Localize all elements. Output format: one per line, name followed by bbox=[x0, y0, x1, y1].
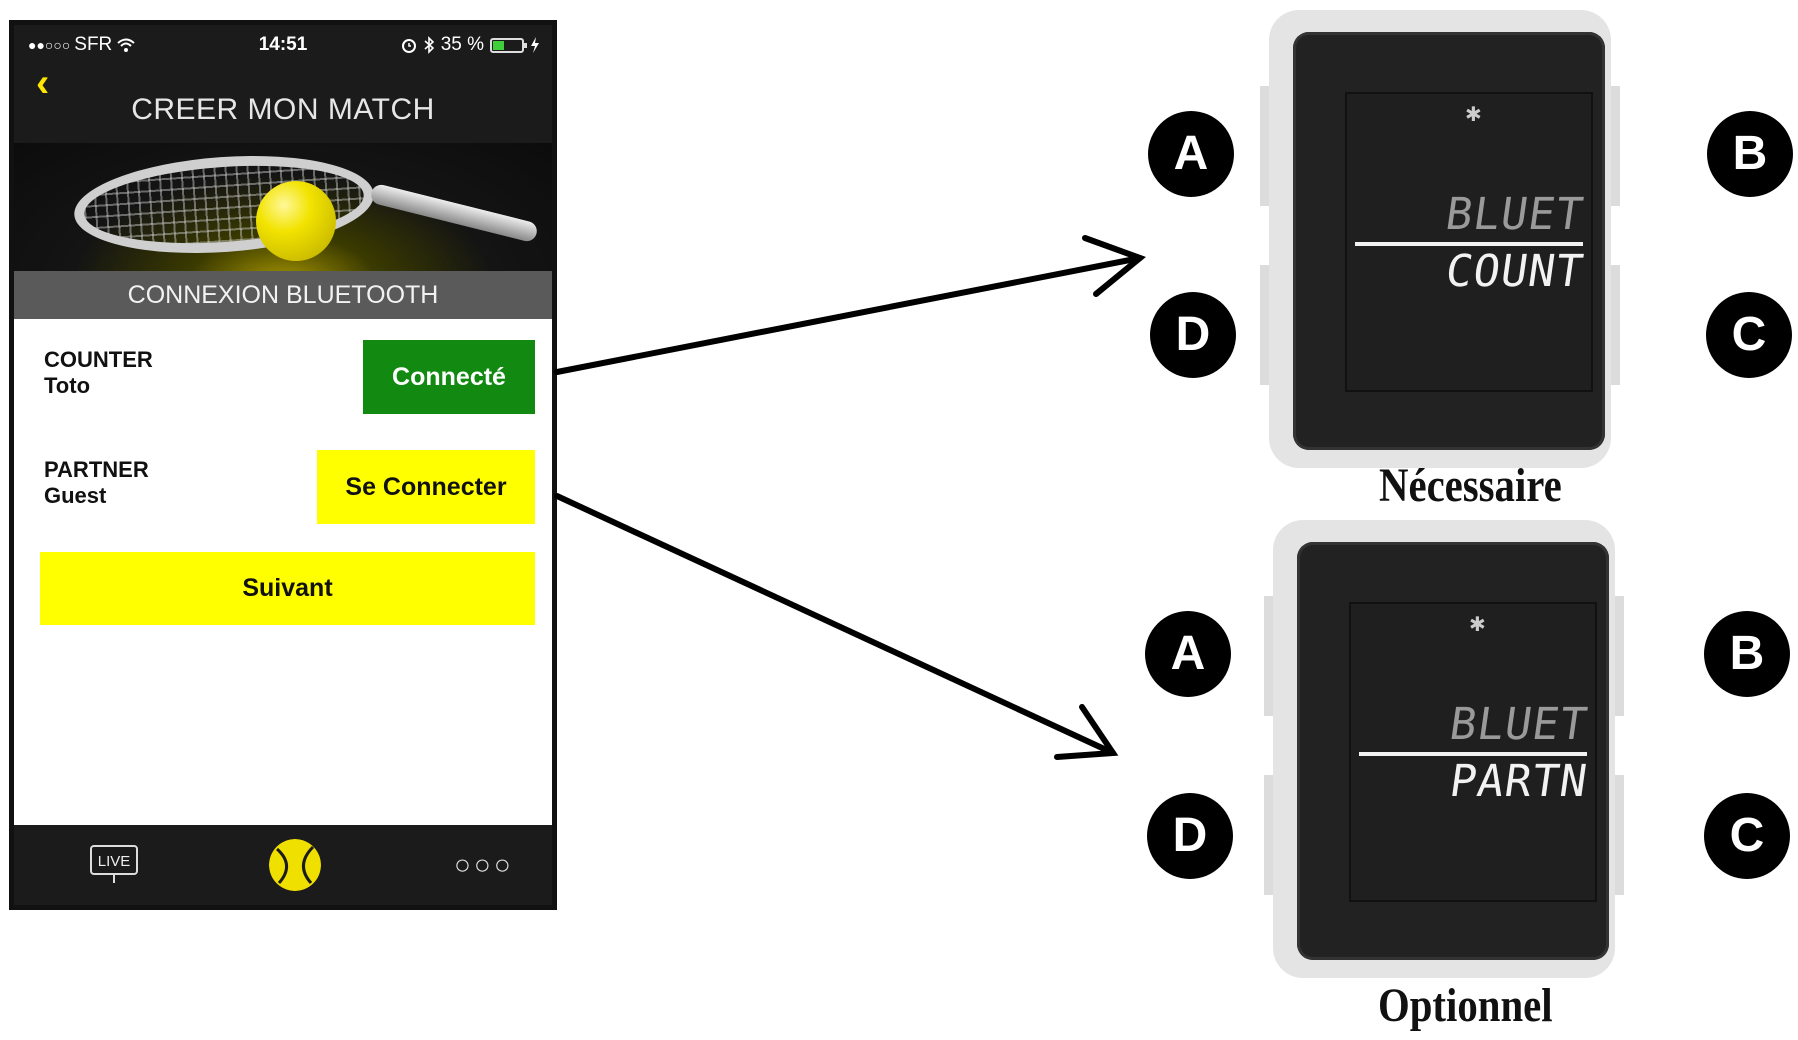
status-time: 14:51 bbox=[258, 34, 308, 55]
badge-b: B bbox=[1704, 611, 1790, 697]
tab-bar: LIVE ○○○ bbox=[14, 825, 552, 905]
badge-d: D bbox=[1147, 793, 1233, 879]
tennis-ball-icon[interactable] bbox=[269, 839, 321, 891]
watch-side-button-c bbox=[1610, 265, 1620, 385]
device-name: COUNTER bbox=[44, 347, 153, 372]
live-tv-icon[interactable]: LIVE bbox=[90, 845, 138, 883]
watch-side-button-a bbox=[1260, 86, 1270, 206]
caption-optionnel: Optionnel bbox=[1378, 979, 1553, 1032]
watch-side-button-b bbox=[1614, 596, 1624, 716]
bluetooth-icon: ✱ bbox=[1469, 614, 1486, 636]
watch-face: ✱ BLUET COUNT bbox=[1293, 32, 1605, 450]
caption-necessaire: Nécessaire bbox=[1379, 459, 1562, 512]
watch-side-button-d bbox=[1260, 265, 1270, 385]
watch-display: ✱ BLUET PARTN bbox=[1349, 602, 1597, 902]
phone-screen: ●●○○○ SFR 14:51 35 % bbox=[9, 20, 557, 910]
alarm-icon bbox=[401, 39, 416, 53]
tennis-ball-image bbox=[256, 181, 336, 261]
watch-line-1: BLUET bbox=[1445, 699, 1591, 750]
carrier-label: SFR bbox=[74, 34, 113, 55]
watch-display: ✱ BLUET COUNT bbox=[1345, 92, 1593, 392]
badge-b: B bbox=[1707, 111, 1793, 197]
watch-counter: ✱ BLUET COUNT bbox=[1260, 10, 1620, 475]
watch-line-2: PARTN bbox=[1445, 756, 1591, 807]
watch-case: ✱ BLUET COUNT bbox=[1269, 10, 1611, 468]
battery-percent: 35 % bbox=[440, 34, 484, 55]
watch-side-button-a bbox=[1264, 596, 1274, 716]
badge-a: A bbox=[1148, 111, 1234, 197]
next-button[interactable]: Suivant bbox=[40, 552, 535, 625]
device-name: PARTNER bbox=[44, 457, 149, 482]
watch-line-1: BLUET bbox=[1441, 189, 1587, 240]
battery-icon bbox=[490, 37, 527, 53]
arrow-to-partner-watch bbox=[554, 493, 1119, 760]
badge-a: A bbox=[1145, 611, 1231, 697]
watch-side-button-d bbox=[1264, 775, 1274, 895]
hero-image-tennis bbox=[14, 143, 552, 271]
wifi-icon bbox=[117, 38, 135, 52]
status-right: 35 % bbox=[401, 34, 540, 56]
device-user: Toto bbox=[44, 373, 91, 398]
watch-side-button-b bbox=[1610, 86, 1620, 206]
device-list: COUNTER Toto Connecté PARTNER Guest Se C… bbox=[14, 319, 552, 825]
section-header: CONNEXION BLUETOOTH bbox=[14, 271, 552, 319]
signal-strength: ●●○○○ bbox=[28, 37, 71, 53]
watch-divider bbox=[1359, 752, 1587, 756]
connect-button[interactable]: Se Connecter bbox=[317, 450, 535, 524]
back-chevron-icon[interactable]: ‹ bbox=[36, 61, 50, 105]
bolt-icon bbox=[531, 37, 539, 53]
watch-case: ✱ BLUET PARTN bbox=[1273, 520, 1615, 978]
bluetooth-icon bbox=[424, 36, 434, 54]
badge-c: C bbox=[1704, 793, 1790, 879]
status-left: ●●○○○ SFR bbox=[28, 34, 136, 56]
device-user: Guest bbox=[44, 483, 107, 508]
arrow-to-counter-watch bbox=[554, 235, 1146, 375]
more-icon[interactable]: ○○○ bbox=[454, 849, 514, 880]
battery-fill bbox=[493, 40, 504, 50]
watch-line-2: COUNT bbox=[1441, 246, 1587, 297]
watch-partner: ✱ BLUET PARTN bbox=[1264, 520, 1624, 985]
badge-d: D bbox=[1150, 292, 1236, 378]
status-bar: ●●○○○ SFR 14:51 35 % bbox=[14, 25, 552, 65]
badge-c: C bbox=[1706, 292, 1792, 378]
connected-button[interactable]: Connecté bbox=[363, 340, 535, 414]
watch-divider bbox=[1355, 242, 1583, 246]
bluetooth-icon: ✱ bbox=[1465, 104, 1482, 126]
watch-face: ✱ BLUET PARTN bbox=[1297, 542, 1609, 960]
page-title: CREER MON MATCH bbox=[131, 93, 435, 126]
watch-side-button-c bbox=[1614, 775, 1624, 895]
